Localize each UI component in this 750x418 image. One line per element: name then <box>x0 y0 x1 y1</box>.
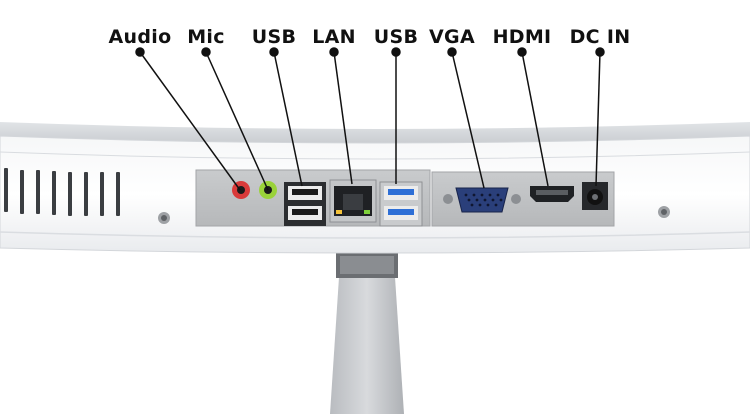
lan-port-icon <box>329 179 377 223</box>
label-usb3: USB <box>373 26 419 48</box>
label-usb2: USB <box>251 26 297 48</box>
dot-dcin <box>595 47 605 57</box>
dot-usb2 <box>269 47 279 57</box>
dot-usb3 <box>391 47 401 57</box>
leader-lines <box>135 47 605 191</box>
vent-slots <box>4 168 120 216</box>
hdmi-port-icon <box>530 186 574 202</box>
dot-lan <box>329 47 339 57</box>
label-lan: LAN <box>312 26 356 48</box>
dc-in-port-icon <box>582 182 608 210</box>
usb3-ports-icon <box>379 181 423 227</box>
dot-vga <box>447 47 457 57</box>
label-hdmi: HDMI <box>492 26 552 48</box>
label-audio: Audio <box>108 26 172 48</box>
label-dcin: DC IN <box>569 26 631 48</box>
dot-audio <box>135 47 145 57</box>
vga-port-icon <box>443 187 521 213</box>
label-vga: VGA <box>429 26 475 48</box>
label-mic: Mic <box>187 26 225 48</box>
dot-hdmi <box>517 47 527 57</box>
monitor-stand <box>330 252 404 414</box>
usb2-ports-icon <box>284 182 326 226</box>
screw-right <box>658 206 670 218</box>
screw-left <box>158 212 170 224</box>
dot-mic <box>201 47 211 57</box>
